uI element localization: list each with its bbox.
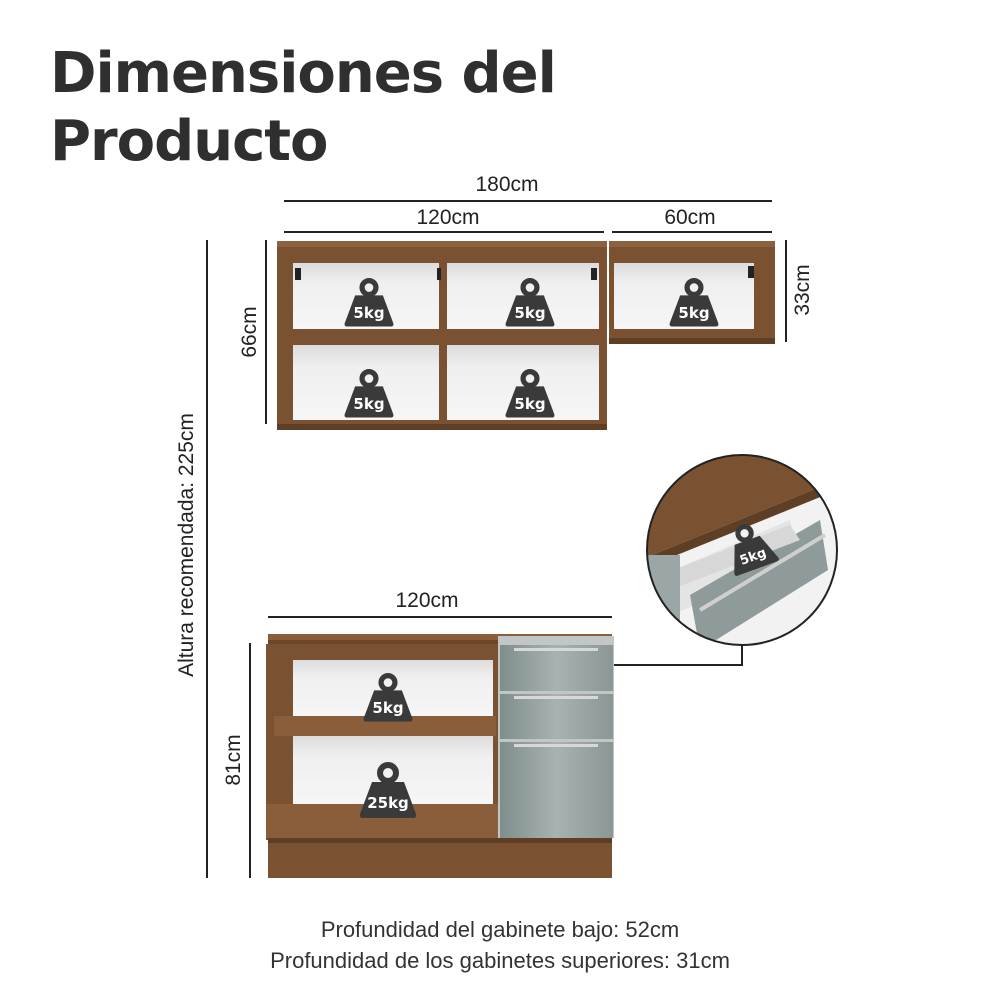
upper-left-width-label: 120cm xyxy=(416,206,479,229)
weight-icon: 5kg xyxy=(720,519,779,577)
lower-height-label: 81cm xyxy=(222,734,245,785)
upper-right-height-label: 33cm xyxy=(791,264,814,315)
weight-icon: 5kg xyxy=(364,676,413,722)
lower-cabinet-depth: Profundidad del gabinete bajo: 52cm xyxy=(320,917,680,942)
weight-icon: 5kg xyxy=(670,281,719,327)
upper-right-width-label: 60cm xyxy=(664,206,715,229)
weight-icon: 5kg xyxy=(506,372,555,418)
weight-label-upper-5: 5kg xyxy=(514,395,545,413)
weight-label-upper-3: 5kg xyxy=(678,304,709,322)
weight-icon: 5kg xyxy=(506,281,555,327)
upper-left-cabinet xyxy=(277,241,607,430)
drawer-zoom-callout xyxy=(614,454,838,666)
lower-cabinet xyxy=(266,634,614,878)
weight-icon: 5kg xyxy=(345,372,394,418)
title-line-1: Dimensiones del xyxy=(50,41,557,106)
recommended-height-label: Altura recomendada: 225cm xyxy=(175,413,198,677)
weight-label-upper-2: 5kg xyxy=(514,304,545,322)
weight-label-lower-base: 25kg xyxy=(367,794,409,812)
title-line-2: Producto xyxy=(50,109,329,174)
upper-left-height-label: 66cm xyxy=(238,306,261,357)
dimension-lines xyxy=(206,200,787,878)
upper-cabinets-depth: Profundidad de los gabinetes superiores:… xyxy=(270,948,730,973)
weight-label-lower-shelf: 5kg xyxy=(372,699,403,717)
weight-icon: 25kg xyxy=(360,765,416,818)
weight-label-upper-1: 5kg xyxy=(353,304,384,322)
page-title: Dimensiones del Producto xyxy=(50,40,557,176)
lower-width-label: 120cm xyxy=(395,589,458,612)
weight-label-upper-4: 5kg xyxy=(353,395,384,413)
total-width-label: 180cm xyxy=(475,173,538,196)
weight-icon: 5kg xyxy=(345,281,394,327)
